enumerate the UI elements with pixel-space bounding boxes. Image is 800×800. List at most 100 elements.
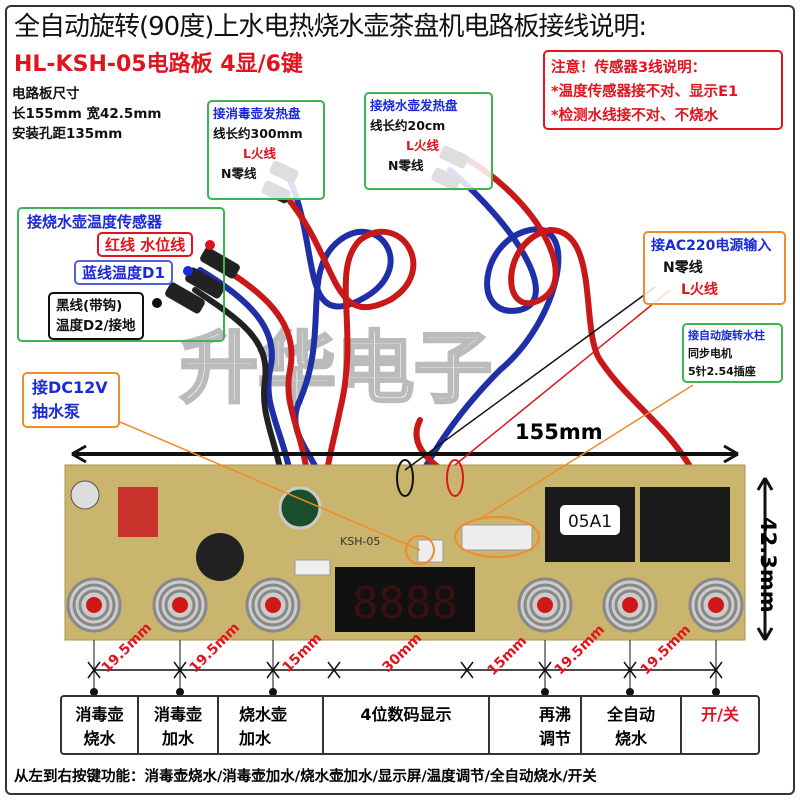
relay-label: 05A1 [568,512,612,532]
key-label-line2: 调节 [538,729,571,748]
warning-line-1: *温度传感器接不对、显示E1 [551,84,739,100]
height-arrowheads [756,477,774,641]
key-label-line1: 消毒壶 [153,705,202,724]
capacitor [70,480,100,510]
disinfect-neutral-label: N零线 [221,166,257,181]
temp-sensor-box: 接烧水壶温度传感器 红线 水位线 蓝线温度D1 黑线(带钩) 温度D2/接地 [17,207,225,342]
length-dimension-label: 155mm [515,420,603,444]
key-disinfect-fill: 消毒壶加水 [139,697,219,753]
spacing-tick [460,661,474,679]
board-model-label: KSH-05 [340,535,380,548]
kettle-wire-length: 线长约20cm [370,118,446,133]
sensor-black-wire-label: 黑线(带钩) 温度D2/接地 [48,292,144,340]
sensor-blue-wire-label: 蓝线温度D1 [74,260,173,285]
warning-line-2: *检测水线接不对、不烧水 [551,108,719,124]
key-spring [614,589,646,621]
connector-sensor-blue [185,267,225,299]
watermark: 升华电子 [180,324,492,414]
disinfect-live-label: L火线 [243,146,276,161]
key-spring [257,589,289,621]
key-spring [158,583,202,627]
key-reboil-adjust: 再沸调节 [490,697,582,753]
black-wire-dot [152,298,162,308]
key-led [86,597,102,613]
motor-box: 接自动旋转水柱 同步电机 5针2.54插座 [682,323,783,383]
motor-title: 接自动旋转水柱 [688,329,765,342]
key-pointer-dot [90,688,98,696]
key-label-line1: 消毒壶 [75,705,124,724]
led-digits: 8888 [352,578,458,629]
key-led [708,597,724,613]
key-spring [608,583,652,627]
key-spring [700,589,732,621]
key-spring [694,583,738,627]
live-terminal-highlight [446,459,464,497]
page-title: 全自动旋转(90度)上水电热烧水壶茶盘机电路板接线说明: [14,12,647,42]
key-pointer-dot [176,688,184,696]
disinfect-heater-title: 接消毒壶发热盘 [213,106,301,121]
pump-line-1: 接DC12V [32,378,108,397]
key-label-line2: 烧水 [83,729,116,748]
key-label-line2: 加水 [161,729,194,748]
key-springs [66,577,744,633]
ac-live-label: L火线 [681,282,718,298]
key-pointer-dot [269,688,277,696]
spacing-tick [327,661,341,679]
board-size-info: 电路板尺寸 长155mm 宽42.5mm 安装孔距135mm [12,84,161,144]
key-spring [529,589,561,621]
callout-ac-neutral [404,286,656,471]
key-auto-boil: 全自动烧水 [582,697,682,753]
key-spring [72,583,116,627]
pump-box: 接DC12V 抽水泵 [22,372,120,428]
key-spring [78,589,110,621]
neutral-terminal-highlight [396,459,414,497]
key-label-line1: 烧水壶 [239,705,288,724]
led-display [335,567,475,632]
sensor-black-line-2: 温度D2/接地 [56,318,136,334]
wire-blue-2 [397,167,562,523]
capacitor-large [278,486,322,530]
key-pointer-dot [626,688,634,696]
length-arrowheads [71,444,739,464]
board-size: 长155mm 宽42.5mm [12,106,162,122]
kettle-live-label: L火线 [406,138,439,153]
buzzer [196,533,244,581]
relay-2 [640,487,730,562]
transformer [118,487,158,537]
relay-label-bg [560,505,620,535]
key-disinfect-boil: 消毒壶烧水 [62,697,139,753]
ac-input-title: 接AC220电源输入 [651,238,772,254]
warning-title: 注意！传感器3线说明： [551,60,707,76]
key-power: 开/关 [682,697,758,753]
blue-wire-dot [183,266,193,276]
board-model-title: HL-KSH-05电路板 4显/6键 [14,52,303,77]
callout-motor [477,384,694,521]
key-label-line2: 烧水 [614,729,647,748]
ac-neutral-label: N零线 [663,260,703,276]
ac-input-box: 接AC220电源输入 N零线 L火线 [643,231,786,305]
connector-sensor-black [165,282,205,314]
sensor-black-line-1: 黑线(带钩) [56,298,123,314]
key-spring [251,583,295,627]
key-led [172,597,188,613]
height-dimension-label: 42.3mm [756,517,780,613]
pump-socket-highlight [405,535,435,565]
display-label: 4位数码显示 [324,697,490,753]
key-label-line2: 加水 [239,729,272,748]
connector-sensor-red [200,247,240,279]
outer-frame [5,5,795,795]
key-led [265,597,281,613]
kettle-heater-title: 接烧水壶发热盘 [370,98,458,113]
wire-red [282,192,417,523]
temp-sensor-title: 接烧水壶温度传感器 [27,213,163,231]
motor-socket-highlight [454,516,540,558]
disinfect-wire-length: 线长约300mm [213,126,303,141]
motor-line-1: 同步电机 [688,347,732,360]
callout-ac-live [454,289,671,466]
key-led [622,597,638,613]
spacing-ticks [87,640,723,696]
motor-line-2: 5针2.54插座 [688,365,756,378]
sensor-red-wire-label: 红线 水位线 [97,232,194,257]
key-function-table: 消毒壶烧水 消毒壶加水 烧水壶加水 4位数码显示 再沸调节 全自动烧水 开/关 [60,695,760,755]
